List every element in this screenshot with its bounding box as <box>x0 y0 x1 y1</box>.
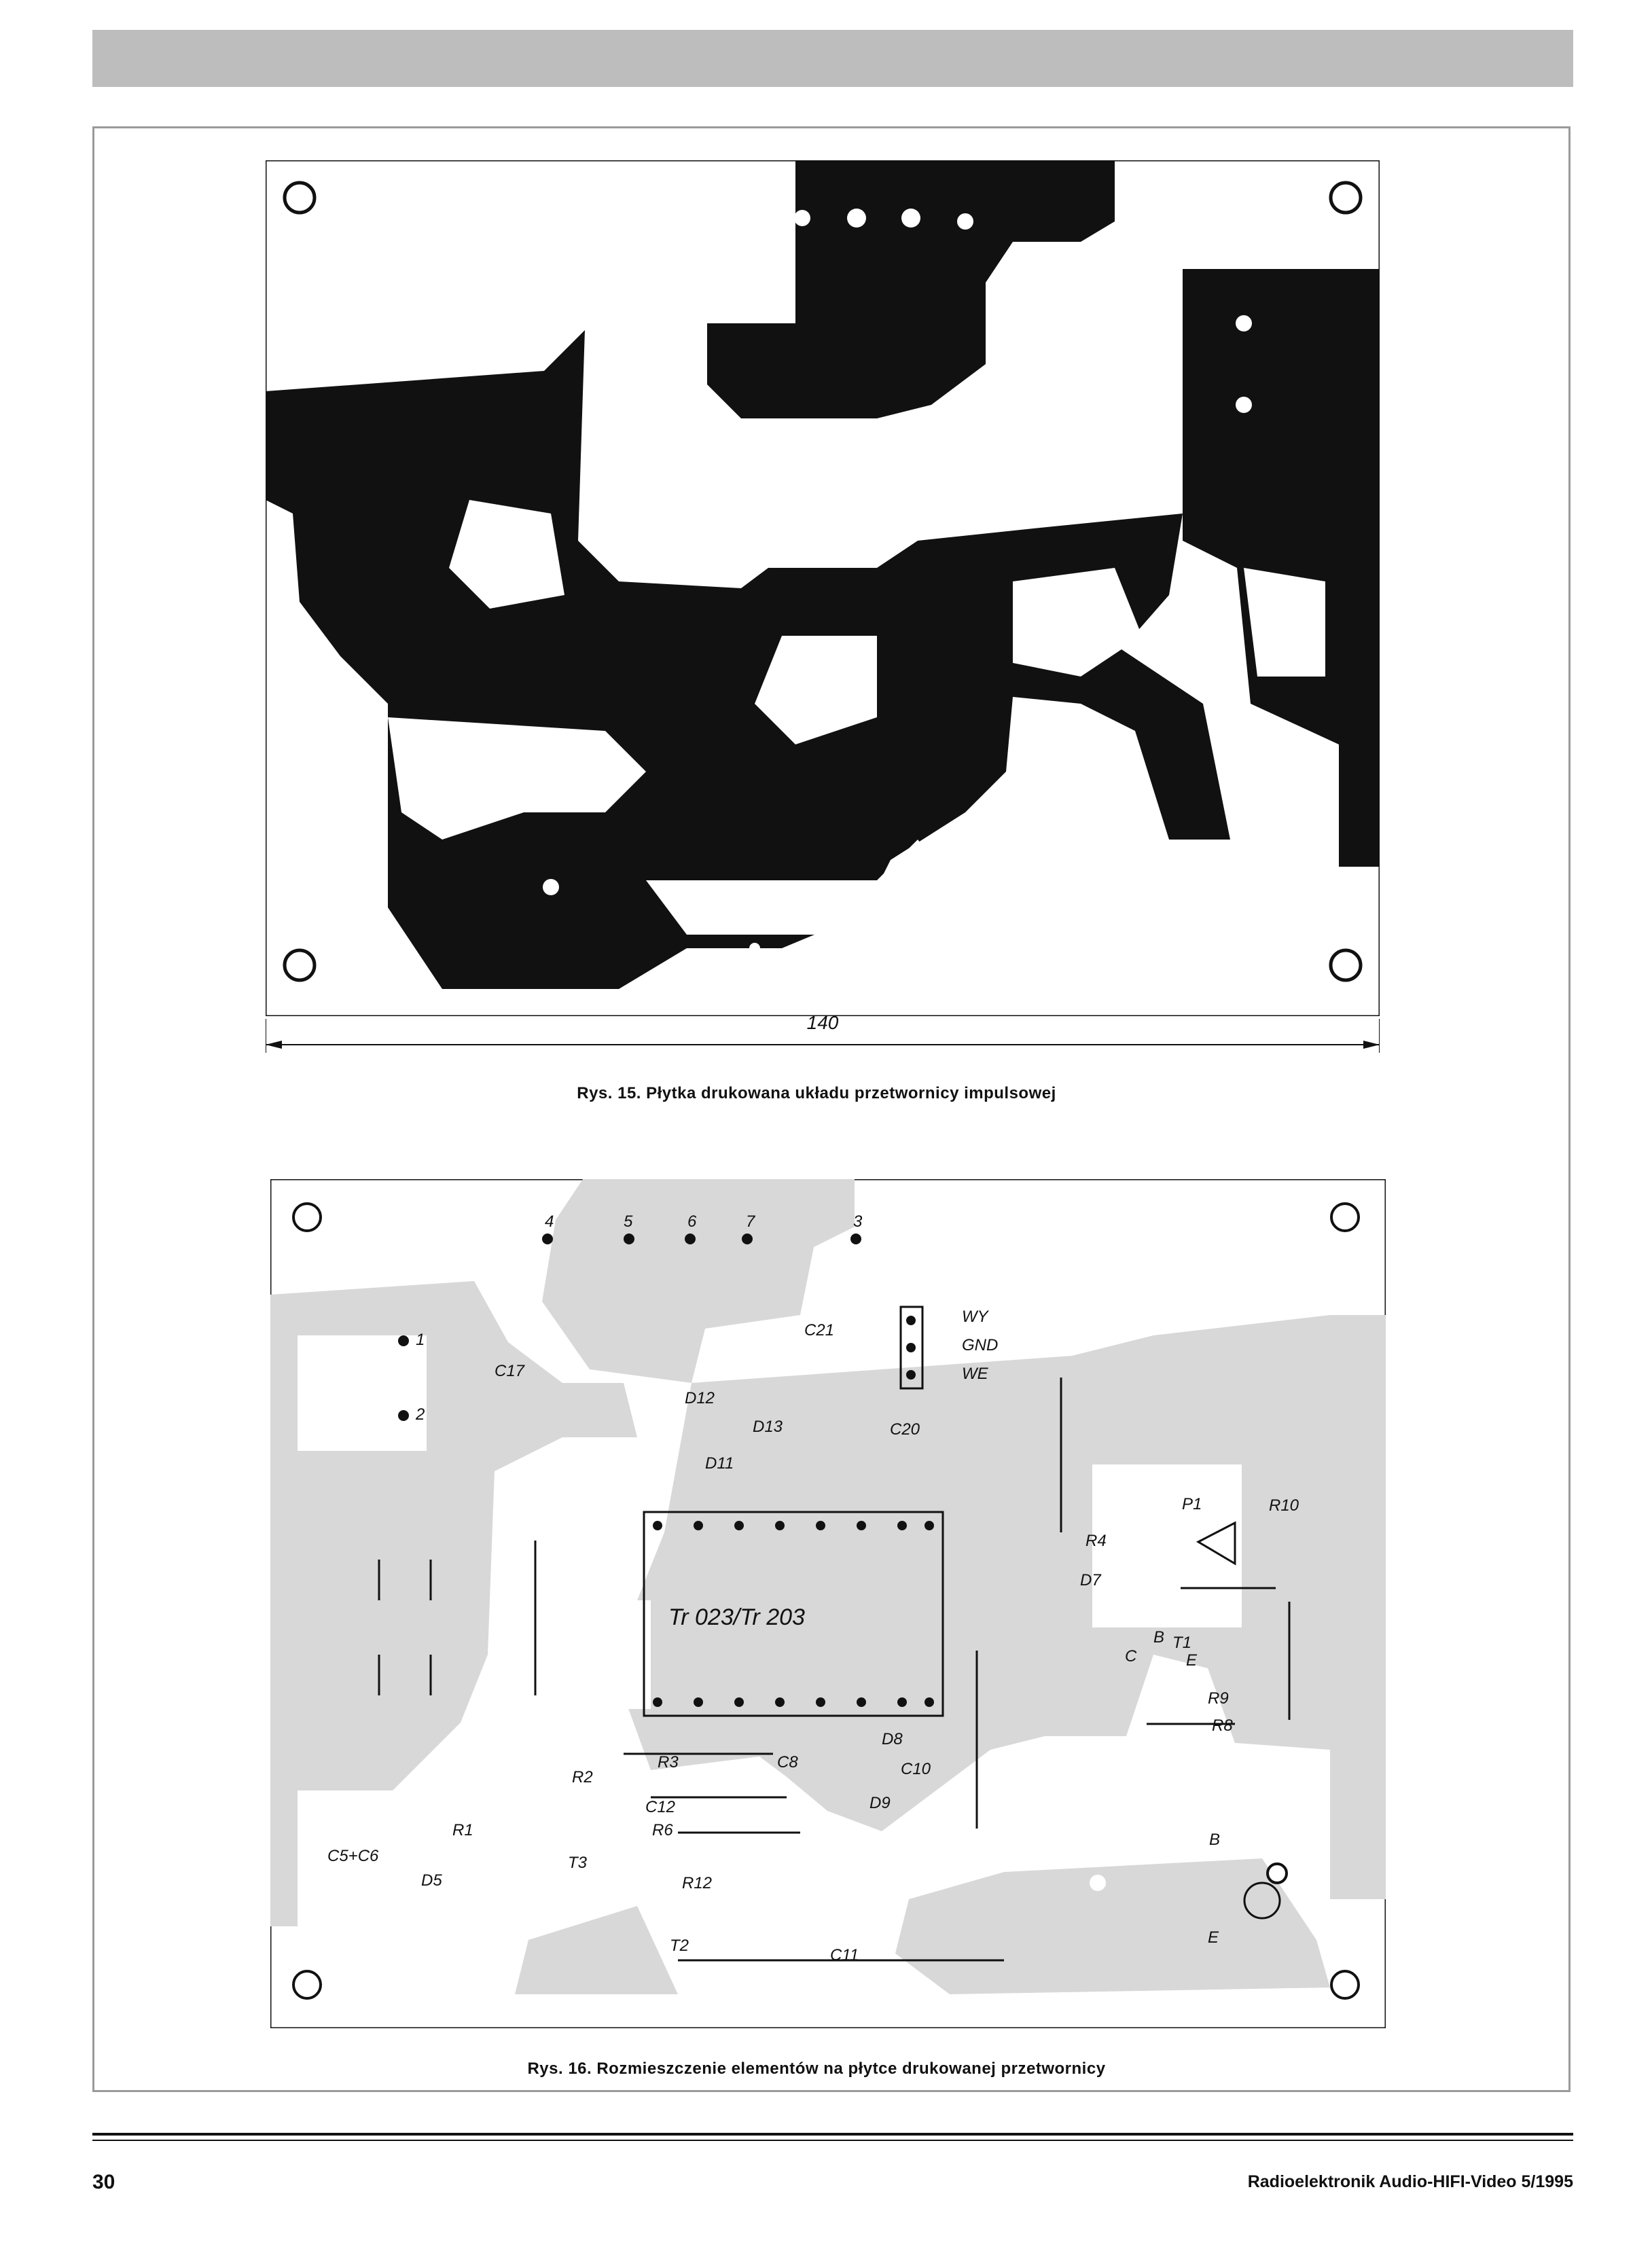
svg-text:D7: D7 <box>1080 1571 1102 1589</box>
svg-text:D5: D5 <box>421 1871 442 1890</box>
figure-15-caption: Rys. 15. Płytka drukowana układu przetwo… <box>577 1084 1056 1102</box>
svg-text:D9: D9 <box>869 1794 891 1812</box>
svg-text:C12: C12 <box>645 1798 675 1816</box>
svg-text:WY: WY <box>962 1308 990 1326</box>
svg-text:5: 5 <box>624 1212 633 1231</box>
svg-text:C21: C21 <box>804 1321 834 1339</box>
svg-text:D12: D12 <box>685 1389 715 1407</box>
svg-text:R10: R10 <box>1269 1496 1299 1515</box>
svg-text:3: 3 <box>853 1212 863 1231</box>
svg-text:R8: R8 <box>1212 1716 1233 1735</box>
svg-text:6: 6 <box>687 1212 697 1231</box>
dimension-label: 140 <box>806 1012 839 1033</box>
svg-text:C10: C10 <box>901 1760 931 1778</box>
pcb-artwork <box>266 160 1380 1016</box>
svg-text:R12: R12 <box>682 1874 712 1892</box>
svg-text:C: C <box>1125 1647 1137 1666</box>
figure-frame <box>92 126 1571 2092</box>
header-band <box>92 30 1573 87</box>
svg-text:C5+C6: C5+C6 <box>327 1847 379 1865</box>
svg-text:C20: C20 <box>890 1420 920 1439</box>
component-layout: WY GND WE Tr 023/Tr 203 4 5 6 7 3 1 2 C17 C21C20… <box>270 1179 1386 2028</box>
svg-text:T3: T3 <box>568 1854 588 1872</box>
svg-text:7: 7 <box>746 1212 756 1231</box>
figure-16-caption: Rys. 16. Rozmieszczenie elementów na pły… <box>527 2059 1106 2078</box>
footer-rule-thin <box>92 2140 1573 2141</box>
svg-text:R1: R1 <box>452 1821 473 1839</box>
svg-text:WE: WE <box>962 1365 989 1383</box>
svg-text:R2: R2 <box>572 1768 593 1786</box>
page-number: 30 <box>92 2171 115 2193</box>
svg-text:E: E <box>1208 1928 1219 1947</box>
svg-text:D8: D8 <box>882 1730 903 1748</box>
svg-text:D13: D13 <box>753 1418 783 1436</box>
dimension-line: 140 <box>266 1012 1380 1060</box>
svg-text:P1: P1 <box>1182 1495 1202 1513</box>
svg-text:C17: C17 <box>495 1362 526 1380</box>
svg-text:R6: R6 <box>652 1821 673 1839</box>
svg-text:T1: T1 <box>1172 1634 1191 1652</box>
svg-text:E: E <box>1186 1651 1198 1670</box>
svg-text:T2: T2 <box>670 1937 689 1955</box>
svg-text:4: 4 <box>545 1212 554 1231</box>
svg-text:1: 1 <box>416 1331 425 1349</box>
svg-text:R3: R3 <box>658 1753 679 1771</box>
svg-text:B: B <box>1209 1831 1220 1849</box>
svg-text:R9: R9 <box>1208 1689 1229 1708</box>
svg-text:C8: C8 <box>777 1753 798 1771</box>
svg-text:B: B <box>1153 1628 1164 1646</box>
journal-title: Radioelektronik Audio-HIFI-Video 5/1995 <box>1247 2172 1573 2191</box>
svg-text:Tr 023/Tr 203: Tr 023/Tr 203 <box>668 1604 805 1630</box>
footer-rule <box>92 2133 1573 2136</box>
svg-text:C11: C11 <box>830 1946 859 1964</box>
svg-text:2: 2 <box>415 1405 425 1424</box>
svg-text:D11: D11 <box>705 1454 734 1473</box>
svg-text:GND: GND <box>962 1336 998 1354</box>
svg-text:R4: R4 <box>1085 1532 1107 1550</box>
